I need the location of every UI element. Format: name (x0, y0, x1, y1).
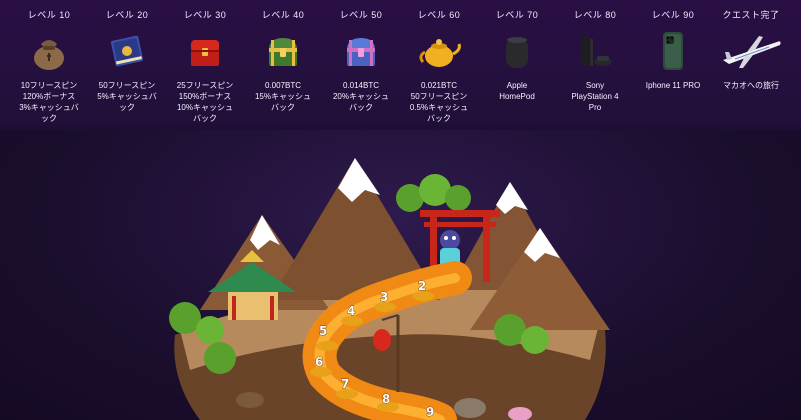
reward-description: Apple HomePod (499, 81, 535, 101)
pagoda-pavilion (208, 250, 296, 320)
reward-description: 0.007BTC 15%キャッシュ バック (254, 81, 311, 112)
reward-level-10[interactable]: レベル 10 10フリースピン 120%ボーナス 3%キャッシュバ ック (8, 8, 90, 124)
mountain-center (270, 158, 440, 300)
reward-level-90[interactable]: レベル 90 Iphone 11 PRO (632, 8, 714, 91)
airplane-icon (723, 36, 781, 68)
reward-description: Sony PlayStation 4 Pro (571, 81, 619, 112)
level-node-label: 4 (347, 304, 355, 318)
reward-level-20[interactable]: レベル 20 50フリースピン 5%キャッシュバ ック (86, 8, 168, 113)
paper-lantern (373, 314, 400, 392)
teapot-icon (419, 39, 461, 67)
red-chest-icon (191, 40, 219, 66)
level-node-6[interactable]: 6 (310, 355, 332, 377)
reward-level-60[interactable]: レベル 60 0.021BTC 50フリースピン 0.5%キャッシュ バック (398, 8, 480, 124)
reward-description: Iphone 11 PRO (645, 81, 701, 90)
iphone-icon (663, 32, 683, 70)
reward-level-label: レベル 40 (261, 10, 305, 20)
level-node-8[interactable]: 8 (377, 392, 399, 412)
reward-description: 0.014BTC 20%キャッシュ バック (332, 81, 389, 112)
blue-chest-icon (347, 38, 375, 66)
reward-level-label: レベル 80 (573, 10, 617, 20)
level-node-9[interactable]: 9 (426, 405, 435, 420)
tree-cluster-left (169, 302, 236, 374)
money-bag-icon (34, 40, 64, 70)
mountain-right-front (470, 228, 610, 330)
reward-quest-complete[interactable]: クエスト完了 マカオへの旅行 (710, 8, 792, 91)
homepod-icon (506, 37, 528, 68)
reward-level-40[interactable]: レベル 40 0.007BTC 15%キャッシュ バック (242, 8, 324, 113)
reward-level-label: レベル 20 (105, 10, 149, 20)
reward-description: マカオへの旅行 (723, 81, 779, 90)
reward-level-label: レベル 90 (651, 10, 695, 20)
reward-level-label: レベル 70 (495, 10, 539, 20)
level-node-5[interactable]: 5 (316, 324, 338, 351)
rewards-band (0, 0, 801, 150)
reward-level-50[interactable]: レベル 50 0.014BTC 20%キャッシュ バック (320, 8, 402, 113)
playstation-icon (581, 36, 612, 66)
reward-description: 10フリースピン 120%ボーナス 3%キャッシュバ ック (19, 81, 79, 123)
reward-description: 25フリースピン 150%ボーナス 10%キャッシュ バック (176, 81, 234, 123)
torii-gate (420, 210, 500, 282)
level-node-label: 2 (418, 279, 426, 293)
reward-level-label: クエスト完了 (722, 10, 780, 20)
level-node-3[interactable]: 3 (374, 290, 396, 312)
gold-chest-icon (269, 38, 297, 66)
level-node-label: 3 (380, 290, 388, 304)
tree-cluster-right (494, 314, 549, 354)
reward-description: 0.021BTC 50フリースピン 0.5%キャッシュ バック (409, 81, 469, 123)
reward-level-80[interactable]: レベル 80 Sony PlayStation 4 Pro (554, 8, 636, 113)
reward-level-label: レベル 50 (339, 10, 383, 20)
reward-level-label: レベル 10 (27, 10, 71, 20)
reward-level-70[interactable]: レベル 70 Apple HomePod (476, 8, 558, 102)
level-node-label: 7 (341, 377, 349, 391)
level-node-7[interactable]: 7 (336, 377, 358, 399)
level-node-2[interactable]: 2 (412, 279, 434, 301)
reward-level-30[interactable]: レベル 30 25フリースピン 150%ボーナス 10%キャッシュ バック (164, 8, 246, 124)
level-node-label: 8 (382, 392, 390, 406)
spellbook-icon (110, 35, 144, 67)
level-node-label: 9 (426, 405, 434, 419)
reward-description: 50フリースピン 5%キャッシュバ ック (97, 81, 157, 112)
rewards-row: レベル 10 10フリースピン 120%ボーナス 3%キャッシュバ ック レベル… (0, 0, 801, 150)
reward-level-label: レベル 30 (183, 10, 227, 20)
level-node-label: 5 (319, 324, 327, 338)
reward-level-label: レベル 60 (417, 10, 461, 20)
rock-decoration (236, 392, 532, 420)
level-node-4[interactable]: 4 (341, 304, 363, 326)
tree-cluster-top (396, 174, 471, 212)
level-node-label: 6 (315, 355, 323, 369)
